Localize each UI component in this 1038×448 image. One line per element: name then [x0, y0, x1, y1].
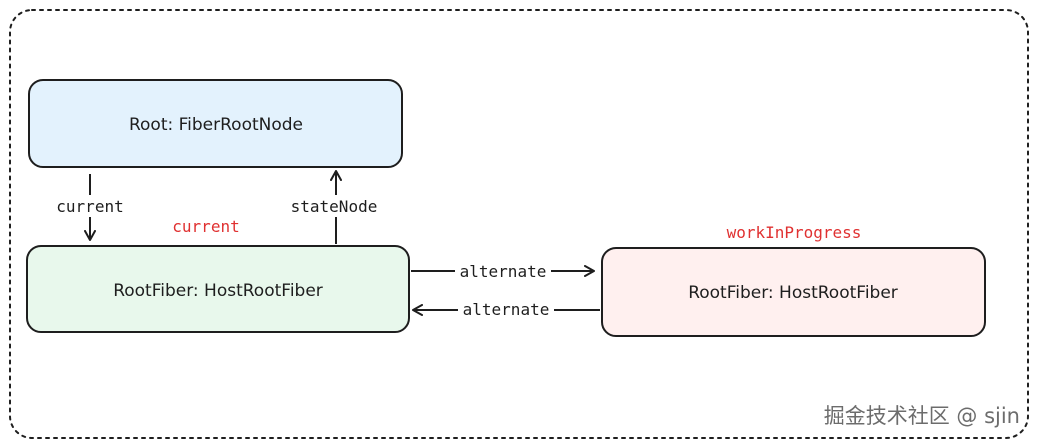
outer-frame [9, 9, 1029, 439]
current-fiber-node: RootFiber: HostRootFiber [26, 245, 410, 333]
alternate-back-label-bg [458, 298, 554, 320]
state-node-edge-label-bg [280, 195, 388, 217]
state-node-edge: stateNode [280, 170, 388, 244]
wip-fiber-node: RootFiber: HostRootFiber [601, 247, 986, 337]
current-edge-label: current [56, 197, 123, 216]
state-node-edge-label: stateNode [291, 197, 378, 216]
alternate-forward-label: alternate [460, 262, 547, 281]
alternate-back-label: alternate [463, 300, 550, 319]
root-node-label: Root: FiberRootNode [129, 115, 303, 135]
alternate-forward-label-bg [455, 260, 551, 282]
current-fiber-label: RootFiber: HostRootFiber [113, 281, 323, 301]
watermark: 掘金技术社区 @ sjin [824, 404, 1020, 428]
wip-fiber-box [601, 247, 986, 337]
work-in-progress-tag: workInProgress [727, 223, 862, 242]
current-edge-label-bg [52, 195, 128, 217]
current-tag: current [172, 217, 239, 236]
current-edge: current [52, 174, 128, 241]
wip-fiber-label: RootFiber: HostRootFiber [688, 283, 898, 303]
root-node-box [28, 79, 403, 168]
root-node: Root: FiberRootNode [28, 79, 403, 168]
alternate-back-edge: alternate [412, 298, 600, 320]
alternate-forward-edge: alternate [411, 260, 595, 282]
current-fiber-box [26, 245, 410, 333]
